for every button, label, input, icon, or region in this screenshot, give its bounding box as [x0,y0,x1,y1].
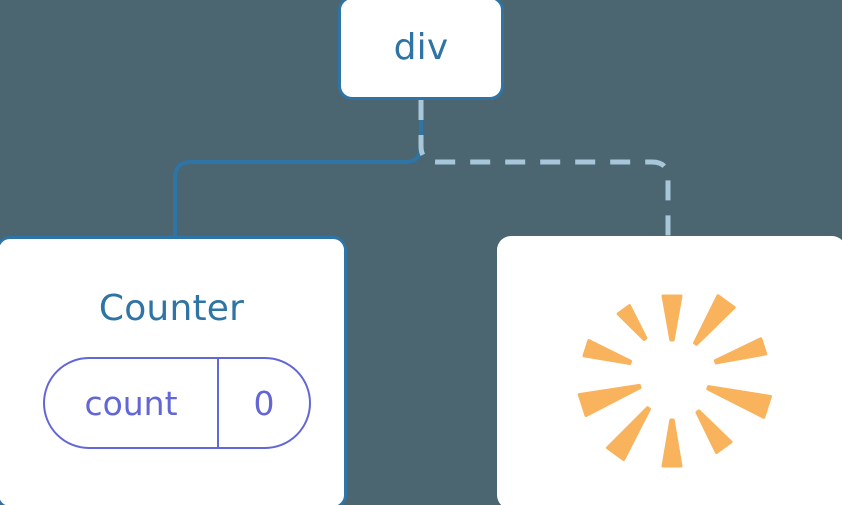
node-counter-title-wrap: Counter [0,291,344,327]
burst-ray-7 [577,383,642,418]
burst-ray-9 [616,304,648,341]
node-counter-label: Counter [98,288,245,329]
burst-ray-2 [713,337,768,365]
burst-ray-6 [605,406,651,462]
node-counter[interactable]: Counter count 0 [0,236,347,505]
sparkle-burst-icon [577,294,772,468]
prop-pill-count[interactable]: count 0 [43,357,311,449]
node-burst[interactable] [497,236,842,505]
node-div-label: div [393,27,449,68]
burst-ray-4 [695,409,733,454]
prop-value: 0 [253,383,275,423]
edge-div-to-counter [173,100,423,240]
burst-ray-0 [661,294,683,342]
burst-ray-5 [661,418,683,468]
burst-ray-3 [706,385,772,419]
prop-key: count [45,359,219,447]
burst-ray-8 [582,339,633,366]
edge-div-to-burst [418,100,671,240]
burst-ray-1 [693,294,736,346]
node-div[interactable]: div [338,0,504,100]
